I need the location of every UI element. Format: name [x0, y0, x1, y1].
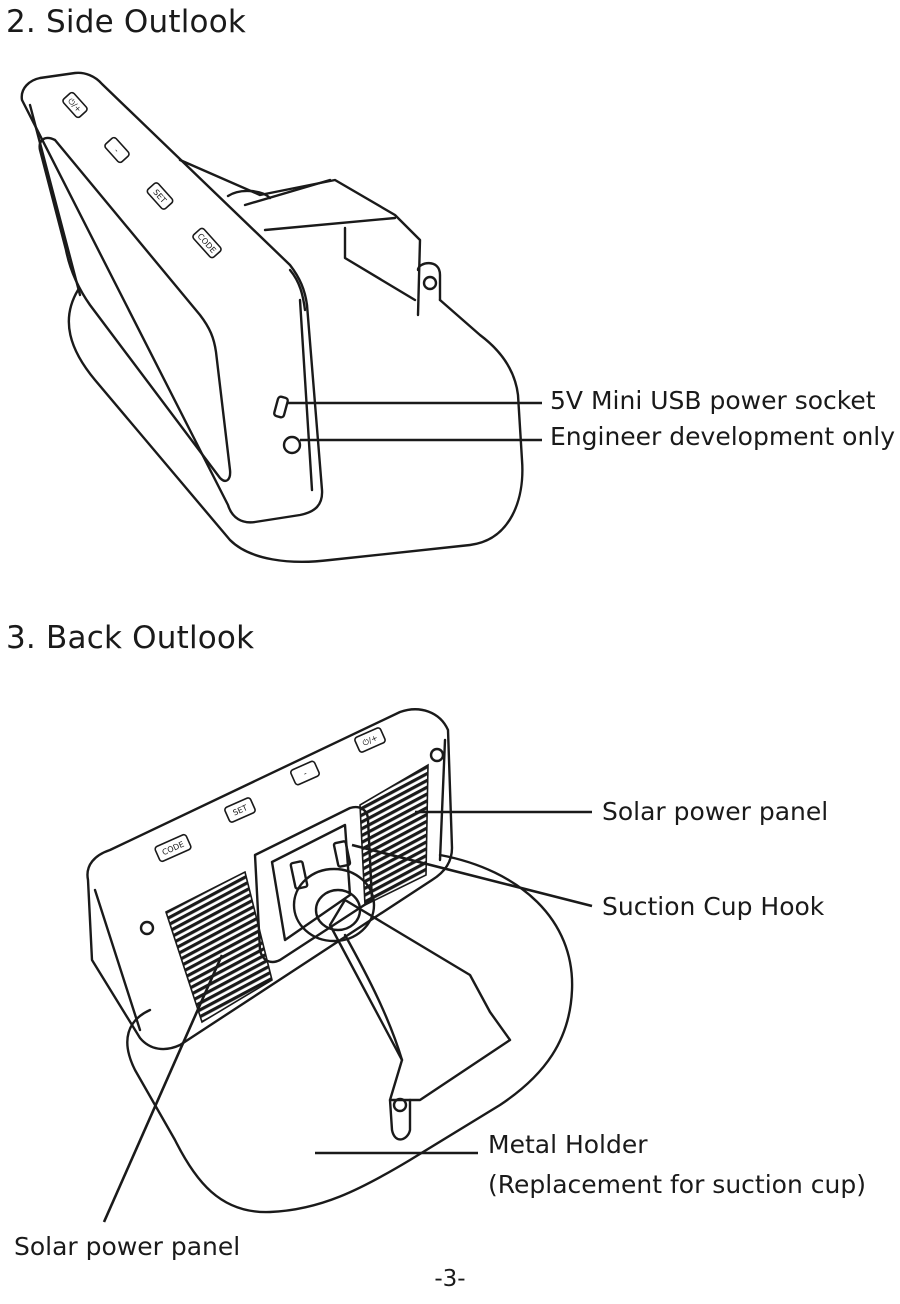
usb-socket-callout: 5V Mini USB power socket: [550, 386, 876, 415]
mount-plate: [253, 806, 374, 964]
suction-hook-slot-2: [332, 840, 352, 868]
side-button-minus: -: [104, 136, 130, 164]
side-holder-base: [67, 288, 524, 563]
holder-arm: [328, 898, 512, 1102]
solar-panel-bottom: [165, 870, 273, 1024]
page-number: -3-: [434, 1266, 466, 1292]
engineer-callout: Engineer development only: [550, 422, 896, 451]
suction-hook-callout: Suction Cup Hook: [602, 892, 825, 921]
svg-text:-: -: [112, 146, 121, 154]
back-device-body: [86, 708, 454, 1051]
side-outlook-title: 2. Side Outlook: [6, 4, 247, 40]
svg-text:-: -: [302, 769, 308, 778]
suction-cup-knob: [292, 867, 376, 943]
back-button-minus: -: [290, 760, 320, 786]
dev-port: [282, 435, 302, 455]
solar-bottom-callout: Solar power panel: [14, 1232, 241, 1261]
solar-bottom-leader: [102, 954, 224, 1223]
side-outlook-illustration: ⏻/+ - SET CODE: [20, 71, 542, 563]
mini-usb-port: [273, 395, 289, 419]
back-button-set: SET: [224, 797, 256, 823]
suction-hook-slot-1: [289, 860, 309, 890]
back-outlook-title: 3. Back Outlook: [6, 620, 255, 656]
back-button-code: CODE: [154, 833, 192, 863]
side-rear-clip: [178, 158, 422, 317]
metal-holder-note: (Replacement for suction cup): [488, 1170, 866, 1199]
side-screen-bezel: [38, 136, 232, 482]
back-metal-holder: [126, 853, 574, 1214]
metal-holder-callout: Metal Holder: [488, 1130, 648, 1159]
side-device-body: [20, 71, 324, 524]
suction-leader: [351, 843, 593, 908]
solar-panel-top: [359, 763, 429, 907]
solar-top-callout: Solar power panel: [602, 797, 829, 826]
